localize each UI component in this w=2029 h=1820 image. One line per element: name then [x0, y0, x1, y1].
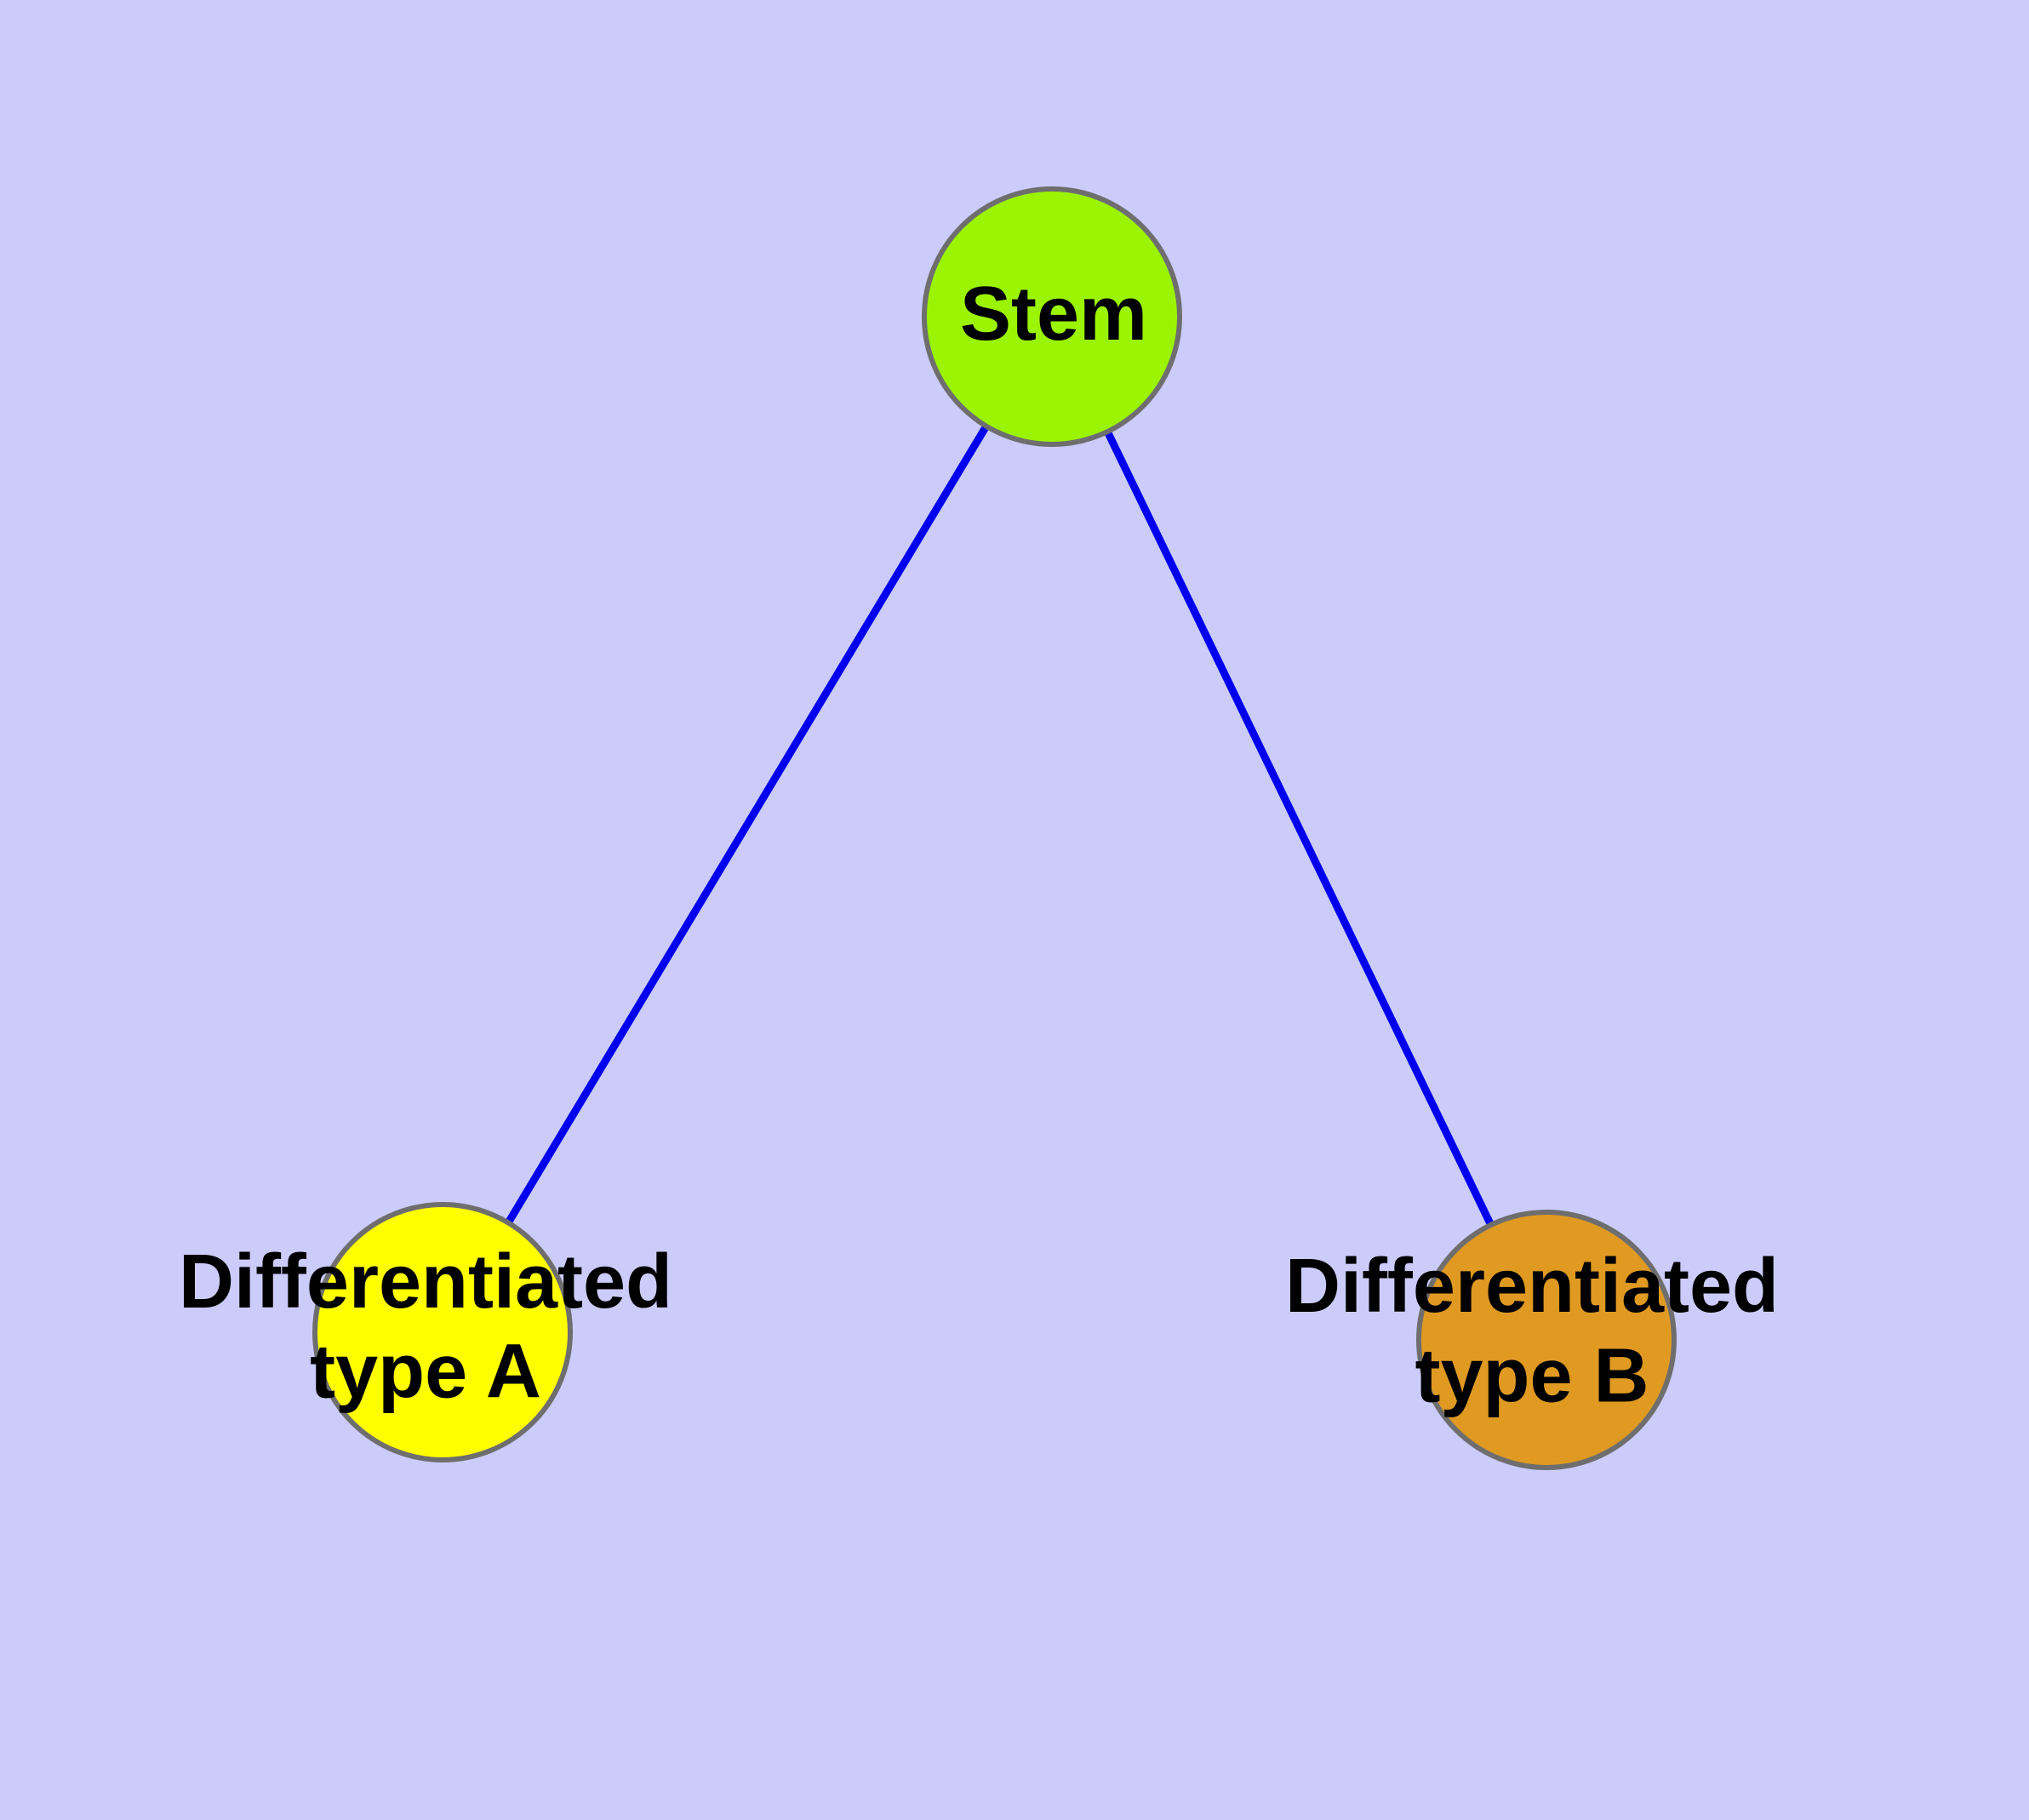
- node-label-stem-line-1: Stem: [960, 272, 1147, 357]
- graph-node-stem[interactable]: [922, 186, 1182, 447]
- graph-node-diff-b[interactable]: [1416, 1210, 1677, 1470]
- graph-node-diff-a[interactable]: [312, 1202, 573, 1462]
- node-label-diff-a-line-2: type A: [310, 1329, 541, 1414]
- edges-layer: [439, 314, 1551, 1342]
- graph-edge-stem-to-a[interactable]: [439, 314, 1055, 1335]
- node-label-diff-b-line-1: Differentiated: [1285, 1244, 1779, 1329]
- node-circle-stem[interactable]: [922, 186, 1182, 447]
- node-circle-diff-b[interactable]: [1416, 1210, 1677, 1470]
- node-label-group-stem: Stem: [960, 272, 1147, 357]
- node-label-diff-b-line-2: type B: [1415, 1333, 1649, 1418]
- graph-edge-stem-to-b[interactable]: [1048, 315, 1551, 1342]
- node-circle-diff-a[interactable]: [312, 1202, 573, 1462]
- node-label-diff-a-line-1: Differentiated: [179, 1239, 672, 1325]
